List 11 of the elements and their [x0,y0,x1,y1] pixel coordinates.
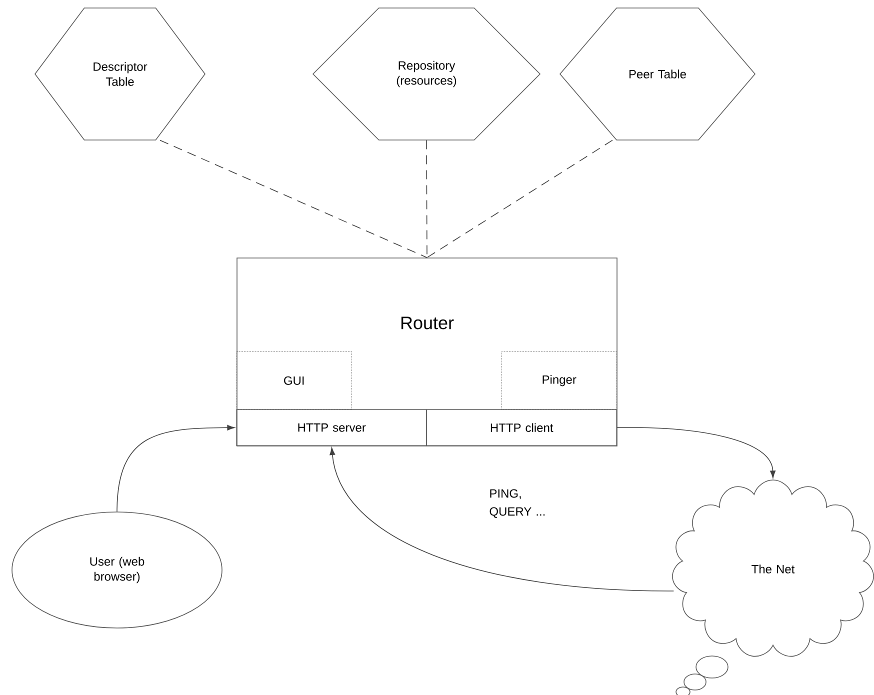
component-box: HTTP client [426,409,617,446]
curved-arrow [116,424,235,512]
component-box: Pinger [501,351,617,410]
network-cloud: The Net [672,480,874,695]
edge-label: PING, QUERY ... [488,488,556,519]
curved-arrow [616,427,776,478]
dashed-line [426,140,613,258]
dashed-line [160,140,428,258]
component-box: HTTP server [236,409,427,446]
component-box: GUI [236,351,352,410]
curved-arrow [330,447,674,592]
